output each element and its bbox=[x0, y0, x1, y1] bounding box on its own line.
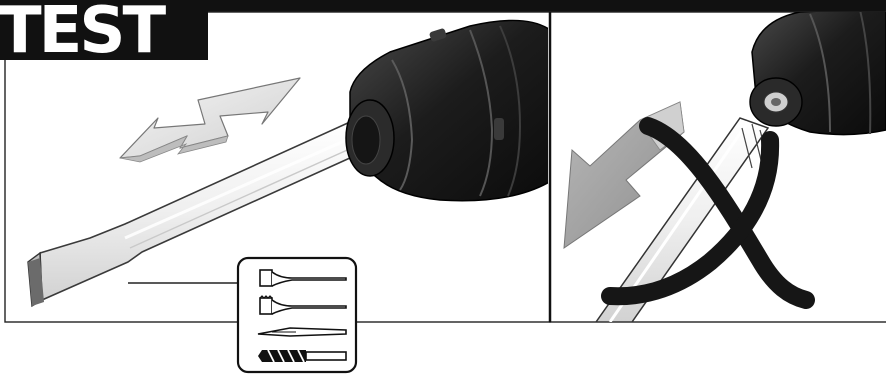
test-title-badge: TEST bbox=[0, 0, 208, 68]
page-title: TEST bbox=[0, 0, 166, 68]
hammer-drill-chuck-right bbox=[750, 8, 886, 135]
drill-bit-icon bbox=[258, 350, 346, 362]
bit-legend-box bbox=[238, 258, 356, 372]
